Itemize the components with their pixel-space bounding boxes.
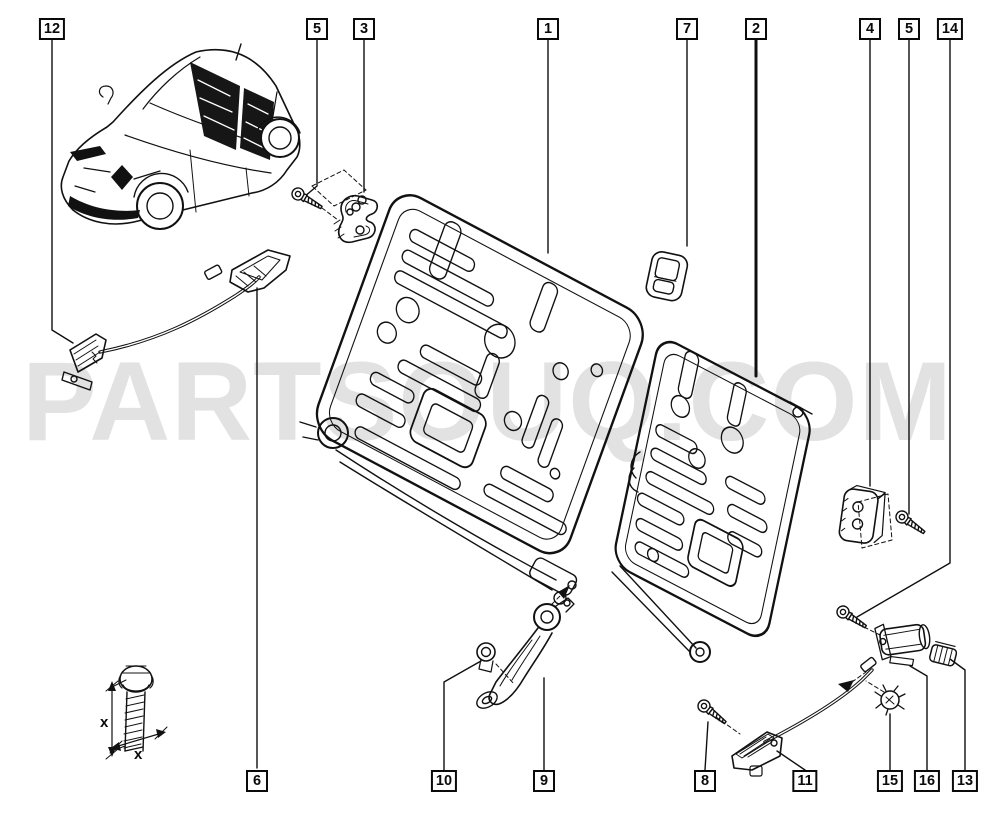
part-latch-11 — [731, 731, 783, 777]
part-grommet-15 — [874, 684, 906, 716]
part-striker-4 — [838, 484, 886, 544]
callout-2-top[interactable]: 2 — [745, 18, 767, 40]
callout-5-top-right[interactable]: 5 — [898, 18, 920, 40]
callout-14-top[interactable]: 14 — [936, 18, 964, 40]
part-cable-latch-12 — [61, 264, 261, 391]
part-screw-5-left — [289, 169, 367, 221]
part-bracket-3 — [333, 194, 379, 244]
callout-1-top[interactable]: 1 — [537, 18, 559, 40]
leader-line-12 — [51, 39, 74, 344]
leader-line-16 — [909, 665, 928, 771]
part-nut-10 — [476, 642, 515, 685]
part-screw-5-right — [857, 493, 929, 549]
leader-line-11 — [776, 750, 806, 771]
callout-9-bottom[interactable]: 9 — [533, 770, 555, 792]
callout-11-bottom[interactable]: 11 — [792, 770, 818, 792]
renault-diamond-icon — [111, 165, 133, 190]
seat-frame-right-panel — [611, 340, 813, 663]
callout-6-bottom[interactable]: 6 — [246, 770, 268, 792]
part-clip-7 — [645, 251, 689, 302]
part-connector-13 — [928, 640, 958, 667]
direction-arrow-icon — [838, 680, 854, 692]
part-release-handle-6 — [229, 249, 291, 293]
torque-dimension-diagram: x x — [100, 665, 168, 763]
callout-10-bottom[interactable]: 10 — [430, 770, 458, 792]
leader-line-5-left — [303, 39, 318, 198]
callout-7-top[interactable]: 7 — [676, 18, 698, 40]
leader-line-10 — [443, 660, 482, 771]
callout-3-top[interactable]: 3 — [353, 18, 375, 40]
callout-8-bottom[interactable]: 8 — [694, 770, 716, 792]
headlight-icon — [70, 146, 106, 161]
callout-13-bottom[interactable]: 13 — [951, 770, 979, 792]
leader-line-13 — [949, 658, 966, 771]
leader-line-14 — [856, 39, 951, 618]
part-actuator-16 — [874, 623, 931, 667]
callout-15-bottom[interactable]: 15 — [876, 770, 904, 792]
direction-arrow-icon — [558, 585, 570, 599]
part-screw-14 — [834, 603, 881, 636]
leader-line-8 — [704, 721, 709, 771]
callout-4-top[interactable]: 4 — [859, 18, 881, 40]
callout-12-top[interactable]: 12 — [38, 18, 66, 40]
part-pivot-arm-9 — [476, 585, 575, 709]
seat-frame-left-panel — [299, 194, 644, 605]
leader-lines — [51, 38, 966, 771]
watermark: PARTSOUQ.COM — [22, 339, 953, 464]
dimension-label-x2: x — [134, 746, 143, 763]
dimension-label-x1: x — [100, 714, 109, 731]
car-illustration — [60, 43, 301, 230]
part-cable-11 — [763, 656, 885, 744]
callout-16-bottom[interactable]: 16 — [913, 770, 941, 792]
part-screw-8 — [694, 696, 741, 735]
callout-5-top-left[interactable]: 5 — [306, 18, 328, 40]
